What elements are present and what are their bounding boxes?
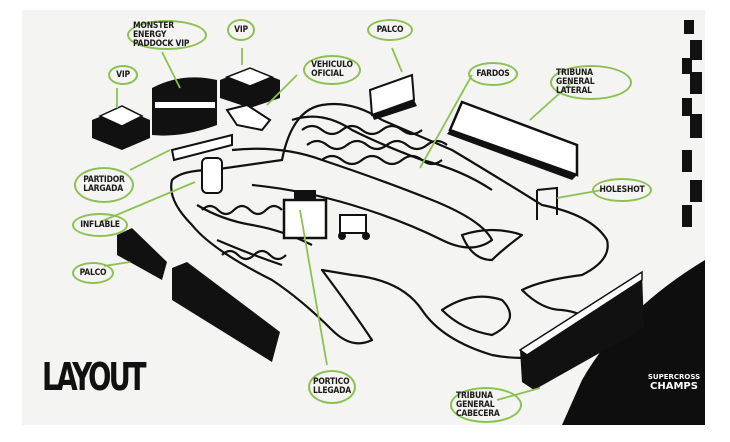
tribuna-cabecera-stand <box>518 270 644 390</box>
callout-label: VIP <box>116 69 130 80</box>
map-title: LAYOUT <box>42 355 147 399</box>
vip-top-building <box>220 67 280 108</box>
tribuna-lateral-stand <box>447 100 579 180</box>
callout-label: FARDOS <box>476 68 510 79</box>
buggy <box>338 214 370 240</box>
track-illustration <box>92 20 705 425</box>
bottom-left-stand <box>172 262 280 362</box>
callout-tribuna-lateral: TRIBUNA GENERAL LATERAL <box>550 65 632 100</box>
callout-palco-left: PALCO <box>72 262 114 284</box>
callout-label: PARTIDOR LARGADA <box>83 175 125 194</box>
venue-layout-map: VIP MONSTER ENERGY PADDOCK VIP VIP VEHIC… <box>22 10 705 425</box>
logo-line1: SUPERCROSS <box>647 373 701 381</box>
ink-splatter <box>562 260 705 425</box>
holeshot-gate <box>536 186 558 220</box>
callout-label: PALCO <box>376 24 404 35</box>
starting-gate <box>170 133 233 162</box>
callout-label: MONSTER ENERGY PADDOCK VIP <box>133 20 190 49</box>
palco-left-stand <box>117 228 167 280</box>
official-vehicle <box>225 103 272 132</box>
monster-can-inflatable <box>201 157 223 194</box>
callout-monster-paddock: MONSTER ENERGY PADDOCK VIP <box>127 20 207 50</box>
palco-top-stand <box>368 73 417 120</box>
callout-portico-llegada: PORTICO LLEGADA <box>308 370 356 404</box>
logo-line2: CHAMPS <box>650 381 698 392</box>
checkered-flag-strip <box>682 20 702 227</box>
callout-vip-top: VIP <box>227 19 255 41</box>
vip-left-building <box>92 105 150 150</box>
callout-label: INFLABLE <box>80 219 120 230</box>
callout-holeshot: HOLESHOT <box>592 178 652 202</box>
callout-label: PORTICO LLEGADA <box>312 377 352 396</box>
callout-label: TRIBUNA GENERAL LATERAL <box>556 68 595 96</box>
callout-fardos: FARDOS <box>468 62 518 86</box>
supercross-champs-logo: SUPERCROSS CHAMPS <box>647 365 701 421</box>
callout-palco-top: PALCO <box>367 19 413 41</box>
callout-label: TRIBUNA GENERAL CABECERA <box>456 390 500 419</box>
callout-label: VEHICULO OFICIAL <box>311 60 353 79</box>
callout-label: HOLESHOT <box>599 184 645 195</box>
callout-vehiculo-oficial: VEHICULO OFICIAL <box>303 55 361 85</box>
monster-paddock-building <box>152 77 217 136</box>
callout-inflable: INFLABLE <box>72 213 128 237</box>
callout-partidor-largada: PARTIDOR LARGADA <box>74 167 134 203</box>
callout-label: PALCO <box>79 267 107 278</box>
callout-tribuna-cabecera: TRIBUNA GENERAL CABECERA <box>450 387 522 423</box>
callout-vip-left: VIP <box>108 65 138 85</box>
callout-label: VIP <box>234 24 248 35</box>
